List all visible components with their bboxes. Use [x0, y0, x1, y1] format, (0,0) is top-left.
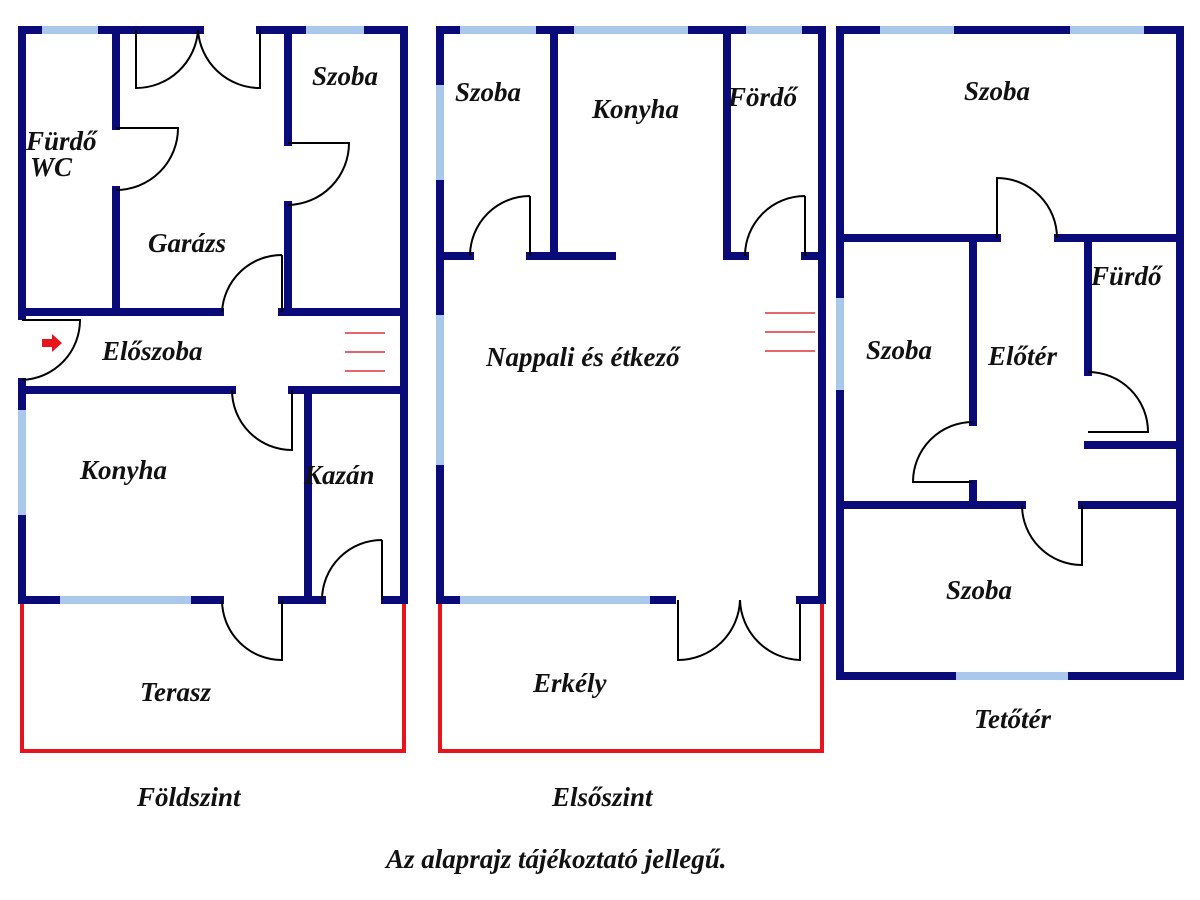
- disclaimer-text: Az alaprajz tájékoztató jellegű.: [384, 844, 727, 874]
- floor-caption-first: Elsőszint: [551, 782, 654, 812]
- room-label: Előszoba: [101, 336, 203, 366]
- room-label: Fürdő: [1090, 261, 1163, 291]
- floor-caption-ground: Földszint: [136, 782, 242, 812]
- room-label: Szoba: [964, 76, 1030, 106]
- room-label: Előtér: [987, 341, 1057, 371]
- room-label: Szoba: [866, 335, 932, 365]
- room-label: Nappali és étkező: [485, 342, 681, 372]
- room-label: WC: [30, 152, 73, 182]
- room-label: Konyha: [591, 94, 679, 124]
- room-label: Terasz: [140, 677, 212, 707]
- entrance-arrow-icon: [42, 334, 62, 352]
- room-label: Fürdő: [25, 126, 98, 156]
- attic-plan: Szoba Fürdő Szoba Előtér Szoba: [836, 26, 1184, 680]
- room-label: Szoba: [455, 77, 521, 107]
- room-label: Garázs: [148, 228, 226, 258]
- ground-floor-plan: Fürdő WC Garázs Szoba Előszoba Konyha Ka…: [18, 26, 408, 753]
- first-floor-plan: Szoba Konyha Fördő Nappali és étkező Erk…: [436, 26, 826, 753]
- room-label: Fördő: [727, 82, 799, 112]
- room-label: Szoba: [312, 61, 378, 91]
- room-label: Konyha: [79, 455, 167, 485]
- room-label: Szoba: [946, 575, 1012, 605]
- floor-caption-attic: Tetőtér: [974, 704, 1051, 734]
- room-label: Erkély: [532, 668, 608, 698]
- room-label: Kazán: [303, 460, 375, 490]
